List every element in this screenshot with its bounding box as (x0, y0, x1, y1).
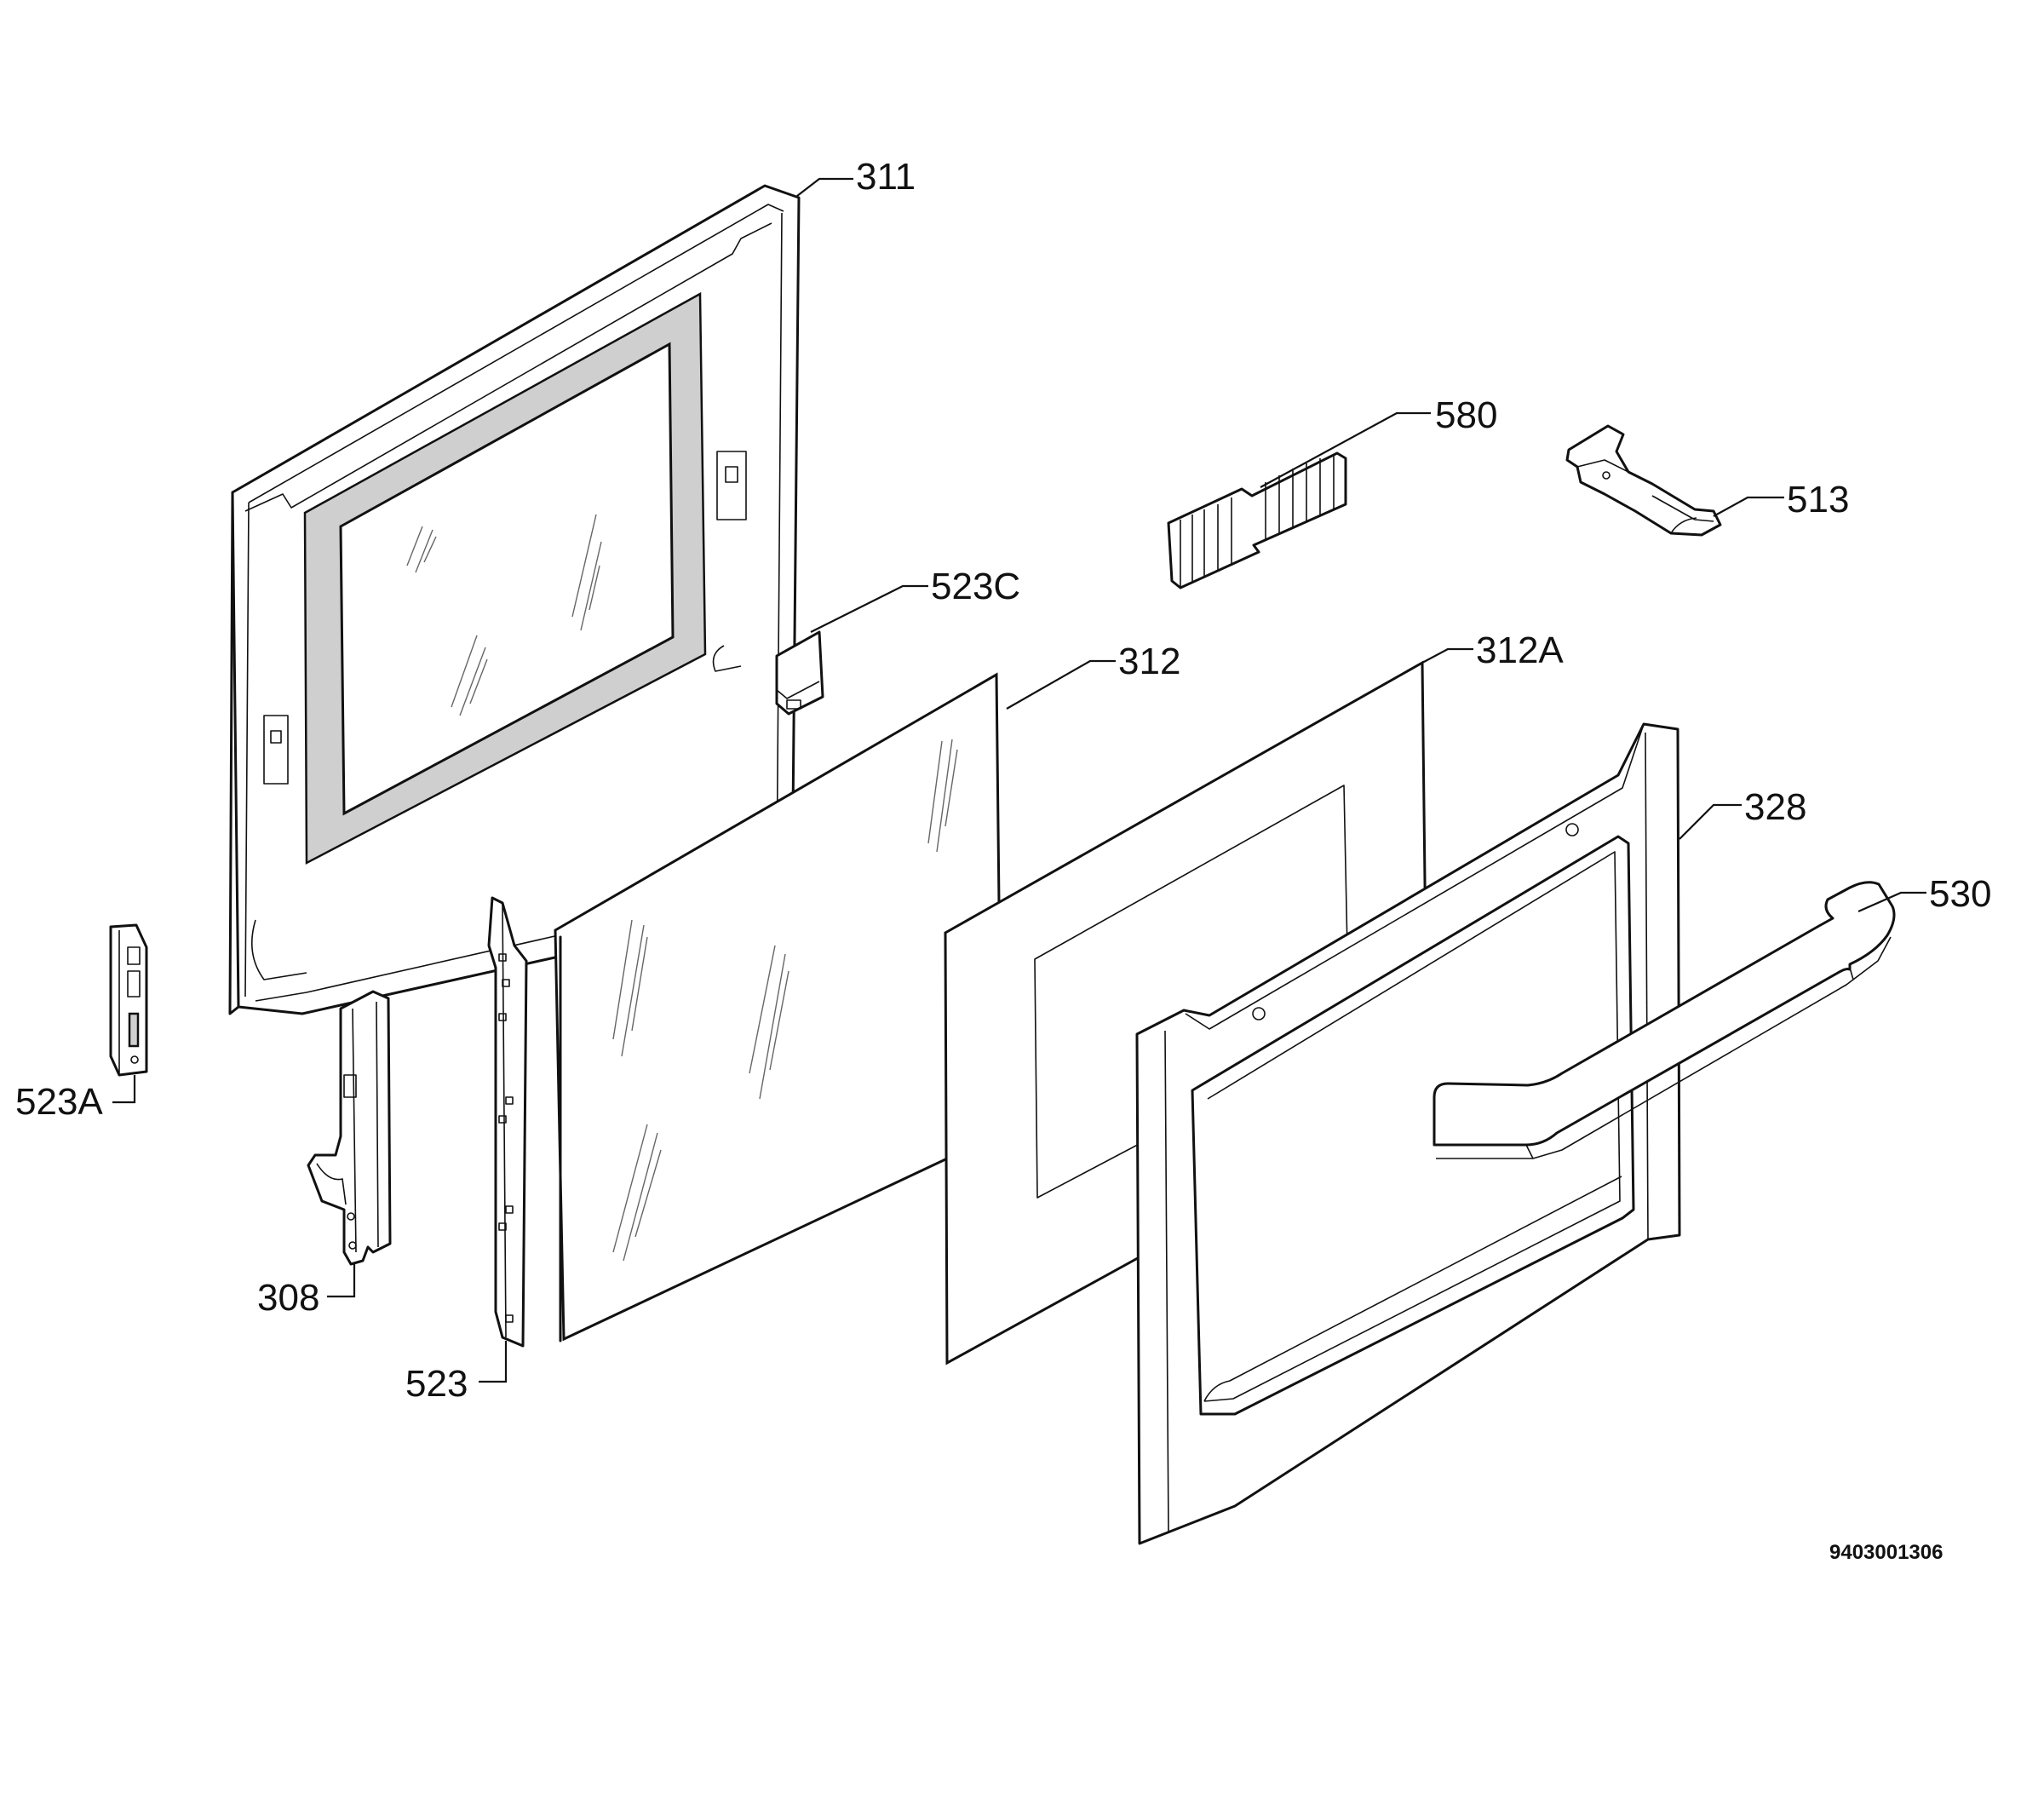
svg-text:308: 308 (257, 1277, 319, 1319)
label-580: 580 (1260, 394, 1497, 488)
label-513: 513 (1713, 479, 1849, 520)
label-530: 530 (1857, 873, 1991, 915)
part-312-glass-panel[interactable] (554, 672, 1003, 1342)
label-312: 312 (1006, 641, 1180, 710)
label-523: 523 (405, 1341, 508, 1405)
label-523A: 523A (15, 1075, 136, 1123)
svg-text:523A: 523A (15, 1081, 103, 1123)
drawing-number: 9403001306 (1829, 1541, 1943, 1564)
part-530-door-handle[interactable] (1433, 881, 1896, 1159)
svg-text:328: 328 (1744, 786, 1806, 828)
label-328: 328 (1679, 786, 1806, 840)
svg-text:312A: 312A (1476, 630, 1564, 671)
part-513-hinge-clip[interactable] (1565, 424, 1722, 537)
label-308: 308 (257, 1264, 356, 1319)
part-523C-bracket[interactable] (775, 630, 824, 716)
part-523-side-strip[interactable] (487, 896, 528, 1348)
label-312A: 312A (1421, 630, 1564, 671)
svg-text:513: 513 (1787, 479, 1849, 520)
svg-text:530: 530 (1929, 873, 1991, 915)
part-523A-latch-block[interactable] (109, 923, 148, 1077)
part-311-inner-door-frame[interactable] (228, 184, 801, 1015)
label-523C: 523C (810, 566, 1020, 633)
svg-text:523: 523 (405, 1363, 468, 1405)
part-580-vent-deflector[interactable] (1167, 451, 1347, 589)
svg-text:312: 312 (1118, 641, 1180, 682)
part-328-front-door-panel[interactable] (1135, 722, 1681, 1545)
svg-text:311: 311 (856, 156, 916, 198)
svg-text:523C: 523C (931, 566, 1020, 607)
label-311: 311 (796, 156, 916, 198)
part-308-hinge[interactable] (307, 990, 392, 1266)
svg-text:580: 580 (1435, 394, 1497, 436)
